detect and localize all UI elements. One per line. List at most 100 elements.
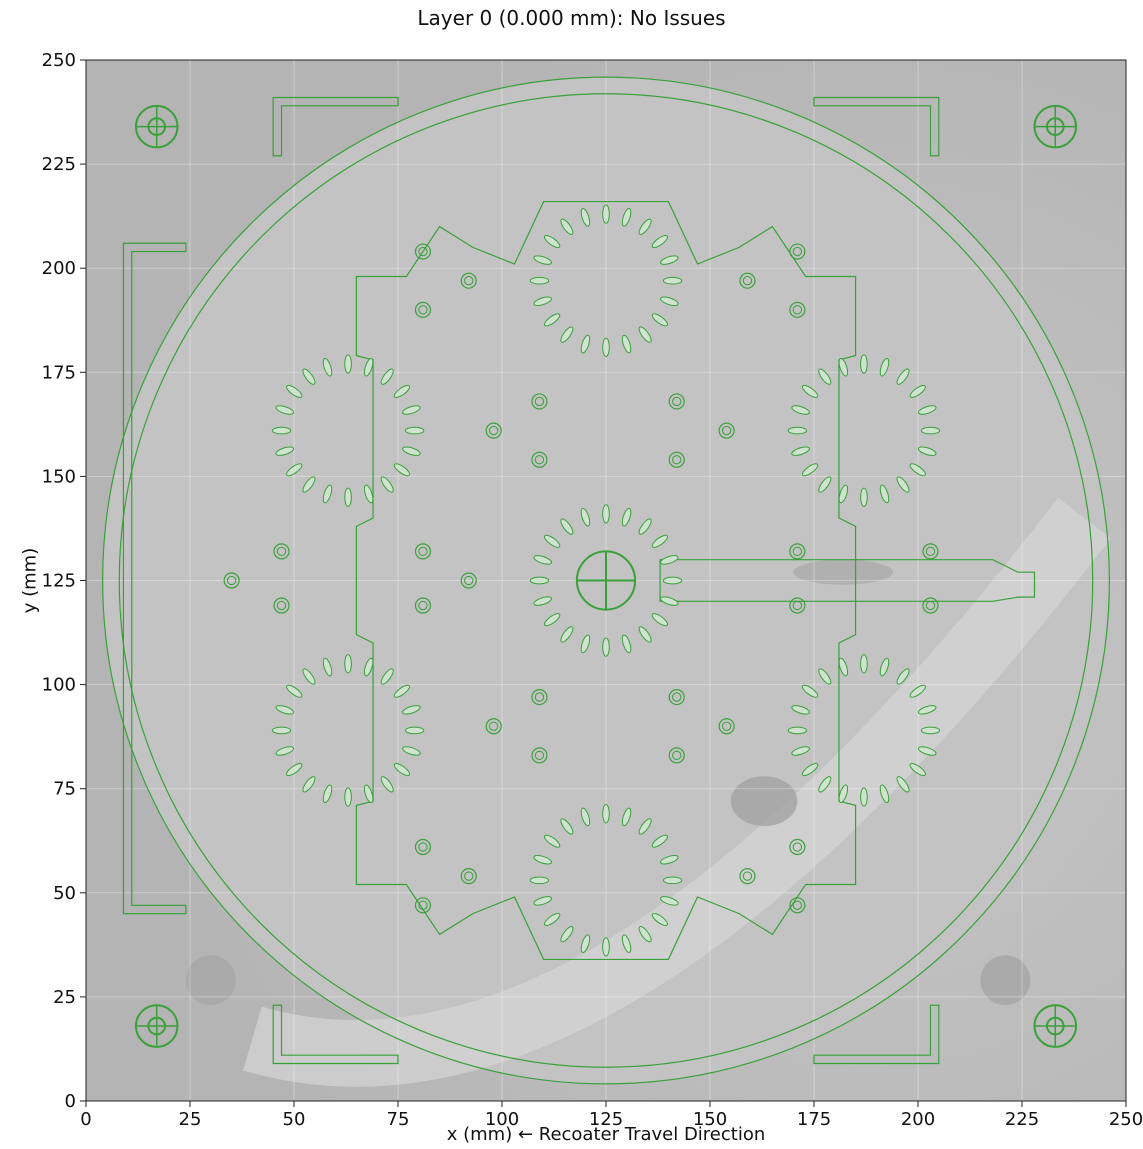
hole-outline xyxy=(922,543,939,560)
gear-tooth-outline xyxy=(344,654,352,674)
gear-tooth-outline xyxy=(580,208,591,227)
x-axis-label: x (mm) ← Recoater Travel Direction xyxy=(446,1124,766,1145)
gear-tooth-outline xyxy=(896,368,910,385)
gear-tooth-outline xyxy=(662,276,683,285)
gear-tooth-outline xyxy=(302,368,316,385)
gear-tooth-outline xyxy=(602,637,610,657)
gear-tooth-outline xyxy=(322,357,333,377)
chart-title: Layer 0 (0.000 mm): No Issues xyxy=(417,6,726,30)
y-tick-label: 150 xyxy=(42,466,76,487)
hole-outline xyxy=(418,546,428,557)
gear-tooth-outline xyxy=(638,626,652,643)
gear-tooth-outline xyxy=(662,576,683,585)
gear-tooth-outline xyxy=(402,405,421,415)
hole-outline xyxy=(789,838,806,856)
hole-outline xyxy=(718,422,735,439)
gear-tooth-outline xyxy=(380,476,394,493)
hole-outline xyxy=(534,750,545,761)
gear-tooth-outline xyxy=(909,684,926,698)
gear-tooth-outline xyxy=(322,484,333,504)
hole-outline xyxy=(414,543,432,560)
gear-tooth-outline xyxy=(896,476,910,493)
gear-tooth-outline xyxy=(621,208,632,227)
hole-outline xyxy=(721,425,732,436)
hole-outline xyxy=(414,597,432,614)
gear-tooth-outline xyxy=(275,446,295,456)
hole-outline xyxy=(489,721,499,731)
gear-tooth-outline xyxy=(791,446,810,456)
hole-outline xyxy=(418,600,428,611)
gear-tooth-outline xyxy=(838,357,849,377)
gear-tooth-outline xyxy=(920,426,941,435)
gear-tooth-outline xyxy=(286,384,303,398)
hole-outline xyxy=(672,396,682,407)
plate-hole xyxy=(980,955,1031,1006)
gear-tooth-outline xyxy=(275,746,295,756)
gear-tooth-outline xyxy=(660,255,679,265)
gear-tooth-outline xyxy=(404,426,425,435)
hole-outline xyxy=(226,575,237,586)
gear-tooth-outline xyxy=(791,746,810,756)
gear-tooth-outline xyxy=(787,726,808,735)
gear-tooth-outline xyxy=(917,446,937,456)
hole-outline xyxy=(789,597,806,614)
hole-outline xyxy=(789,301,806,318)
x-tick-label: 225 xyxy=(1005,1109,1039,1130)
gear-tooth-outline xyxy=(791,705,810,715)
gear-tooth-outline xyxy=(529,576,550,585)
gear-tooth-outline xyxy=(543,613,561,627)
gear-tooth-outline xyxy=(920,726,941,735)
hole-outline xyxy=(464,276,474,286)
hole-outline xyxy=(464,575,474,586)
gear-tooth-outline xyxy=(818,368,832,385)
hole-outline xyxy=(792,842,803,852)
hole-outline xyxy=(721,721,732,731)
y-tick-label: 75 xyxy=(53,779,76,800)
gear-tooth-outline xyxy=(302,776,316,793)
gear-tooth-outline xyxy=(621,507,632,527)
gear-tooth-outline xyxy=(917,746,937,756)
gear-tooth-outline xyxy=(533,854,552,865)
hole-outline xyxy=(792,600,803,611)
gear-tooth-outline xyxy=(917,405,937,415)
gear-tooth-outline xyxy=(543,313,561,327)
gear-tooth-outline xyxy=(638,926,652,943)
hole-outline xyxy=(668,451,685,468)
gear-tooth-outline xyxy=(363,484,374,504)
hole-outline xyxy=(464,871,474,881)
gear-tooth-outline xyxy=(560,518,574,535)
hole-outline xyxy=(672,692,682,702)
gear-tooth-outline xyxy=(286,463,303,477)
hole-outline xyxy=(742,276,753,286)
gear-tooth-outline xyxy=(533,896,552,906)
gear-tooth-outline xyxy=(271,426,292,435)
hole-outline xyxy=(485,422,502,439)
gear-tooth-outline xyxy=(322,784,333,804)
gear-tooth-outline xyxy=(818,476,832,493)
gear-tooth-outline xyxy=(660,596,679,606)
plate-hole xyxy=(185,955,236,1006)
gear-tooth-outline xyxy=(621,934,632,953)
inner-ring-outline xyxy=(118,93,1094,1068)
hole-outline xyxy=(489,425,499,436)
hole-outline xyxy=(925,600,936,611)
gear-tooth-outline xyxy=(402,446,421,456)
hole-outline xyxy=(739,868,756,885)
hole-outline xyxy=(792,246,803,257)
gear-tooth-outline xyxy=(543,912,561,926)
hole-outline xyxy=(534,455,545,465)
gear-tooth-outline xyxy=(818,668,832,685)
gear-tooth-outline xyxy=(380,776,394,793)
bracket-outline xyxy=(813,1004,940,1065)
hole-outline xyxy=(418,842,428,852)
gear-tooth-outline xyxy=(818,776,832,793)
hole-outline xyxy=(792,900,803,910)
gear-tooth-outline xyxy=(275,405,295,415)
x-tick-label: 175 xyxy=(797,1109,831,1130)
gear-tooth-outline xyxy=(602,804,610,824)
gear-tooth-outline xyxy=(801,684,819,698)
gear-tooth-outline xyxy=(660,296,679,307)
gear-tooth-outline xyxy=(602,337,610,357)
part-outlines xyxy=(102,76,1110,1085)
